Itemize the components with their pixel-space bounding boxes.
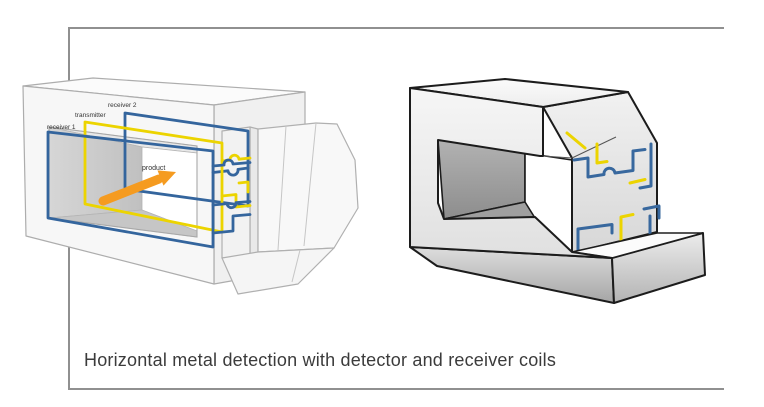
label-receiver-2: receiver 2: [108, 102, 137, 109]
electronics-panel-front: [221, 126, 251, 259]
label-product: product: [142, 165, 165, 172]
figure-caption: Horizontal metal detection with detector…: [84, 350, 557, 370]
right-detector-illustration: [409, 78, 706, 304]
receiver1-coil: [46, 130, 252, 249]
product-flow-arrow: [98, 170, 176, 206]
electronics-panel-side: [249, 126, 259, 257]
discharge-funnel: [257, 122, 359, 253]
block-front-face: [409, 87, 613, 259]
left-detector-illustration: receiver 1 transmitter receiver 2 produc…: [22, 77, 359, 295]
cut-face-fold-lines: [542, 136, 617, 159]
label-receiver-1: receiver 1: [47, 124, 76, 131]
discharge-chute: [221, 247, 335, 295]
cut-face-blue-traces: [572, 142, 661, 253]
label-transmitter: transmitter: [75, 112, 107, 119]
funnel-fold-lines: [277, 122, 317, 283]
tunnel-interior: [48, 126, 198, 238]
